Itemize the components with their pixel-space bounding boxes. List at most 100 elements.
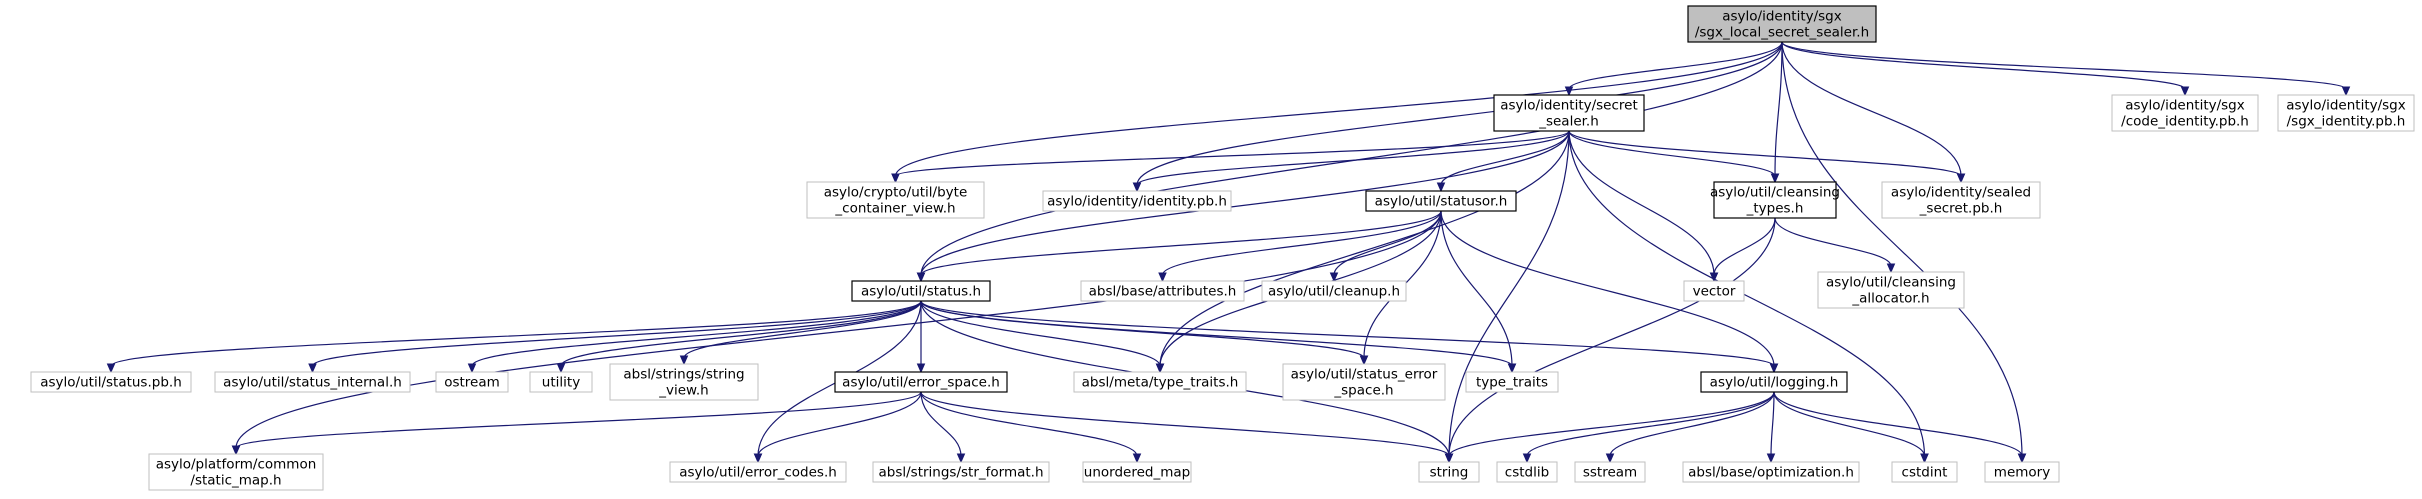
node-label: asylo/util/status_error [1291, 367, 1438, 383]
node-label: /static_map.h [190, 473, 281, 489]
node-box [435, 371, 509, 393]
node-unordered-map: unordered_map [1082, 461, 1192, 483]
node-string: string [1418, 461, 1480, 483]
node-box [2111, 94, 2259, 132]
node-label: asylo/platform/common [156, 457, 317, 473]
node-box [148, 453, 324, 491]
edge-status-to-meta_type_traits [920, 300, 1161, 367]
node-str-format: absl/strings/str_format.h [872, 461, 1050, 483]
edge-secret_sealer-to-sealed_secret_pb [1568, 130, 1962, 177]
arrowhead-statusor-to-attributes [1158, 272, 1167, 283]
node-box [1817, 271, 1965, 309]
node-label: _types.h [1746, 201, 1804, 217]
arrowhead-root-to-sgx_identity_pb [2341, 86, 2351, 97]
edge-status-to-type_traits [920, 300, 1513, 367]
edge-cleansing_types-to-vector [1713, 217, 1776, 276]
node-box [214, 371, 411, 393]
edge-cleansing_types-to-cleansing_allocator [1774, 217, 1892, 267]
arrowhead-secret_sealer-to-identity_pb [1132, 182, 1142, 193]
node-label: absl/meta/type_traits.h [1082, 375, 1239, 391]
edge-root-to-code_identity_pb [1781, 41, 2186, 90]
node-cleansing-types[interactable]: asylo/util/cleansing_types.h [1710, 181, 1840, 219]
node-label: absl/base/optimization.h [1688, 465, 1854, 481]
node-label: asylo/identity/sgx [1722, 9, 1842, 25]
node-label: unordered_map [1084, 465, 1190, 481]
arrowhead-logging-to-cstdlib [1522, 453, 1532, 464]
edge-cleansing_types-to-string [1448, 217, 1776, 457]
node-root[interactable]: asylo/identity/sgx/sgx_local_secret_seal… [1687, 5, 1877, 43]
node-label: vector [1693, 284, 1736, 300]
edge-statusor-to-logging [1440, 210, 1775, 367]
node-ostream: ostream [435, 371, 509, 393]
arrowhead-status-to-status_pb [106, 363, 116, 374]
arrowhead-logging-to-optimization [1766, 453, 1776, 464]
node-label: asylo/util/cleanup.h [1268, 284, 1400, 300]
node-string-view: absl/strings/string_view.h [609, 363, 759, 401]
node-label: _space.h [1333, 383, 1393, 399]
edge-error_space-to-str_format [920, 391, 962, 457]
node-box [1082, 461, 1192, 483]
edge-secret_sealer-to-status [920, 130, 1570, 276]
edge-root-to-cleansing_types [1774, 41, 1783, 177]
node-status-error-space: asylo/util/status_error_space.h [1282, 363, 1446, 401]
node-box [1881, 181, 2041, 219]
edge-secret_sealer-to-cstdint [1568, 130, 1926, 457]
node-box [1574, 461, 1646, 483]
node-label: /sgx_identity.pb.h [2287, 114, 2406, 130]
node-box [529, 371, 593, 393]
node-box [1493, 94, 1645, 132]
node-box [1713, 181, 1837, 219]
node-error-codes: asylo/util/error_codes.h [669, 461, 847, 483]
edge-logging-to-memory [1773, 391, 2023, 457]
node-box [1465, 371, 1559, 393]
edge-status-to-status_error_space [920, 300, 1365, 359]
node-secret-sealer[interactable]: asylo/identity/secret_sealer.h [1493, 94, 1645, 132]
node-identity-pb: asylo/identity/identity.pb.h [1042, 190, 1232, 212]
arrowhead-status-to-utility [556, 363, 566, 374]
edge-secret_sealer-to-statusor [1440, 130, 1570, 186]
arrowhead-error_space-to-static_map [231, 445, 241, 456]
arrowhead-secret_sealer-to-statusor [1436, 182, 1446, 193]
edge-status-to-string_view [683, 300, 922, 359]
edge-status-to-ostream [471, 300, 922, 367]
edge-error_space-to-error_codes [757, 391, 922, 457]
arrowhead-status-to-ostream [467, 363, 477, 374]
arrowhead-status-to-status_error_space [1359, 355, 1369, 366]
edge-logging-to-cstdint [1773, 391, 1926, 457]
node-error-space[interactable]: asylo/util/error_space.h [834, 371, 1008, 393]
arrowhead-cleansing_types-to-vector [1709, 272, 1719, 283]
edge-logging-to-string [1448, 391, 1775, 457]
arrowhead-logging-to-sstream [1605, 453, 1615, 464]
node-box [1073, 371, 1247, 393]
node-statusor[interactable]: asylo/util/statusor.h [1365, 190, 1517, 212]
node-label: _view.h [658, 383, 708, 399]
node-label: /code_identity.pb.h [2121, 114, 2249, 130]
node-label: asylo/util/error_space.h [842, 375, 1000, 391]
arrowhead-logging-to-cstdint [1920, 453, 1929, 464]
node-cleanup: asylo/util/cleanup.h [1261, 280, 1407, 302]
node-cleansing-allocator: asylo/util/cleansing_allocator.h [1817, 271, 1965, 309]
node-box [1282, 363, 1446, 401]
node-sstream: sstream [1574, 461, 1646, 483]
edge-root-to-memory [1781, 41, 2023, 457]
arrowhead-error_space-to-str_format [956, 453, 966, 464]
node-label: absl/strings/string [623, 367, 744, 383]
arrowhead-logging-to-memory [2017, 453, 2027, 464]
edge-secret_sealer-to-vector [1568, 130, 1715, 276]
node-sgx-identity-pb: asylo/identity/sgx/sgx_identity.pb.h [2277, 94, 2415, 132]
node-code-identity-pb: asylo/identity/sgx/code_identity.pb.h [2111, 94, 2259, 132]
node-box [834, 371, 1008, 393]
node-box [1365, 190, 1517, 212]
node-status[interactable]: asylo/util/status.h [851, 280, 991, 302]
edge-secret_sealer-to-cleansing_types [1568, 130, 1776, 177]
node-label: _sealer.h [1538, 114, 1599, 130]
node-label: asylo/identity/sealed [1891, 185, 2031, 201]
arrowhead-status-to-error_space [916, 363, 926, 374]
edge-root-to-sealed_secret_pb [1781, 41, 1962, 177]
edge-status-to-utility [560, 300, 922, 367]
node-logging[interactable]: asylo/util/logging.h [1700, 371, 1848, 393]
edge-status-to-logging [920, 300, 1775, 367]
node-label: _container_view.h [834, 201, 955, 217]
node-cstdint: cstdint [1891, 461, 1958, 483]
node-box [1687, 5, 1877, 43]
